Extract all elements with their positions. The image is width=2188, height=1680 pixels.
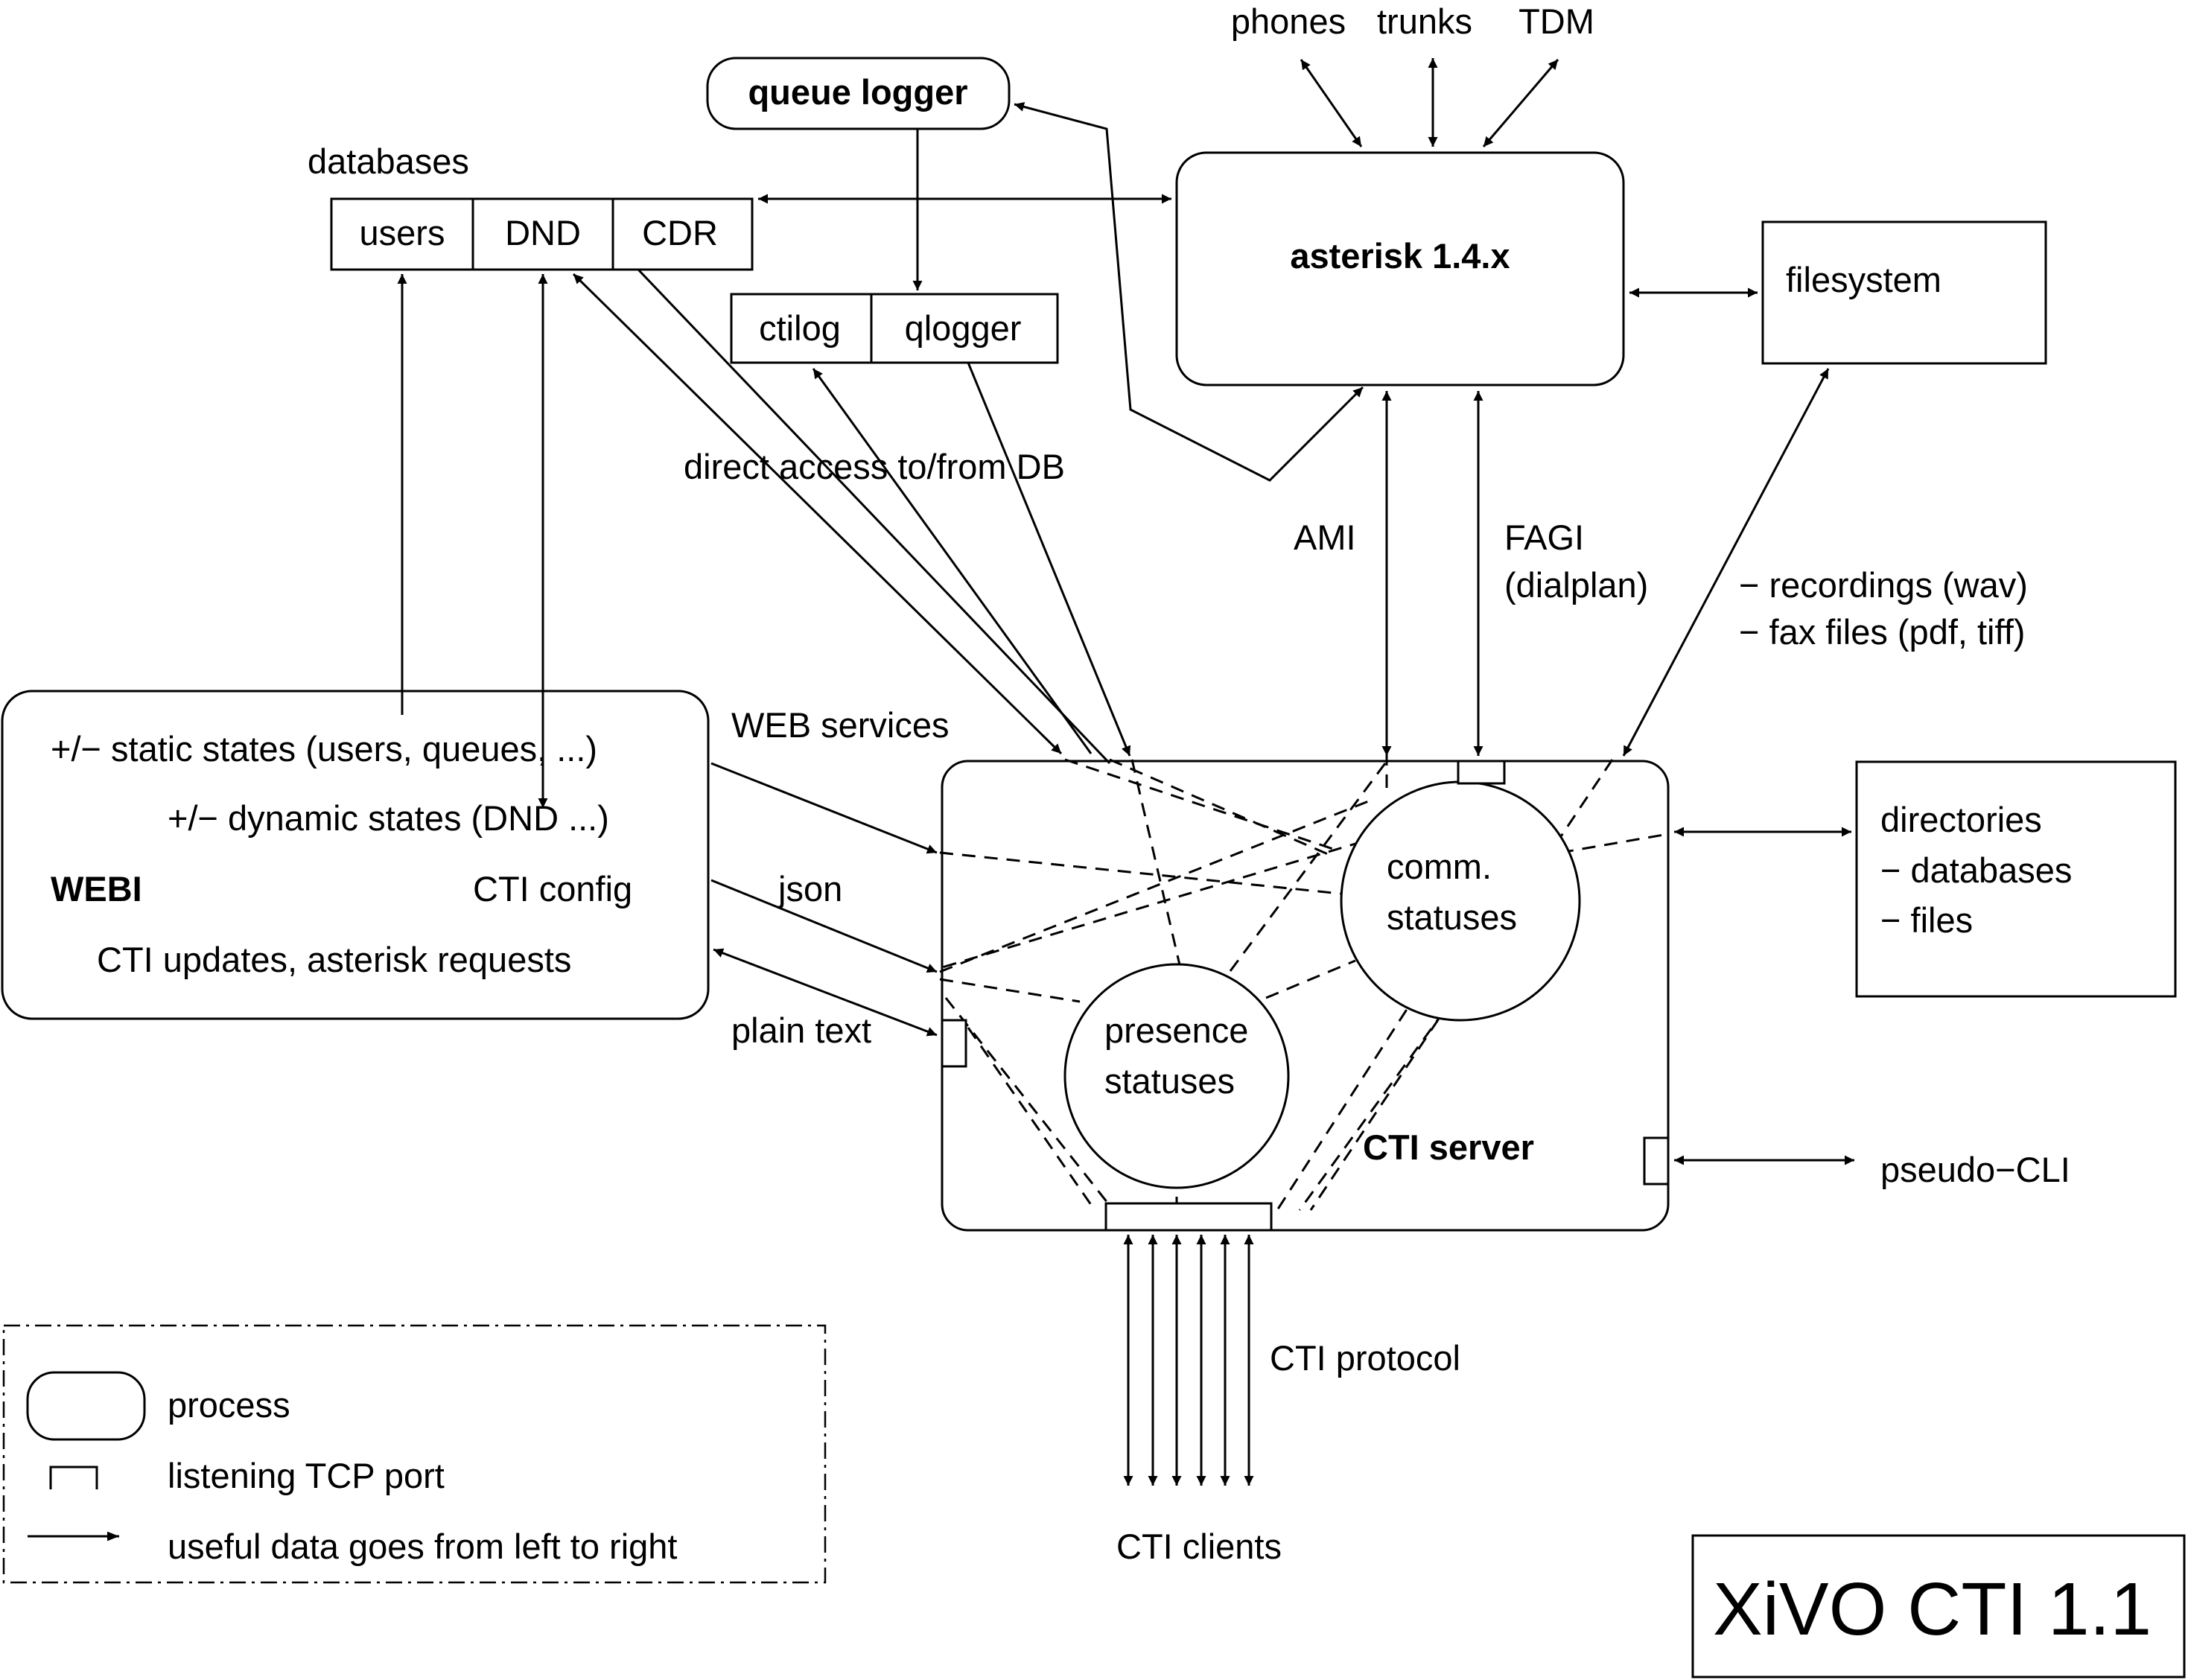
directories-box <box>1855 760 2177 998</box>
databases-table <box>330 197 754 271</box>
legend-process-label: process <box>168 1385 290 1425</box>
directories-line3: − files <box>1880 900 1973 940</box>
webi-static-states: +/− static states (users, queues, ...) <box>51 729 597 769</box>
trunks-label: trunks <box>1377 1 1472 41</box>
asterisk-label: asterisk 1.4.x <box>1290 236 1510 276</box>
cti-server-label: CTI server <box>1363 1127 1534 1167</box>
webi-process <box>1 690 710 1020</box>
legend-tcp-port-symbol <box>49 1466 98 1489</box>
pseudo-cli-label: pseudo−CLI <box>1880 1150 2070 1189</box>
db-users-cell: users <box>360 213 445 252</box>
dialplan-label: (dialplan) <box>1504 565 1648 605</box>
log-qlogger-cell: qlogger <box>905 308 1022 348</box>
web-services-label: WEB services <box>731 705 950 745</box>
queue-logger-process <box>706 57 1011 130</box>
tcp-ports <box>941 760 1670 1232</box>
directories-line1: directories <box>1880 800 2042 839</box>
diagram-title: XiVO CTI 1.1 <box>1713 1568 2152 1651</box>
fagi-label: FAGI <box>1504 518 1584 557</box>
legend-process-symbol <box>26 1371 146 1441</box>
cti-protocol-label: CTI protocol <box>1270 1338 1460 1378</box>
json-label: json <box>777 869 842 909</box>
direct-access-label: direct access to/from DB <box>684 447 1065 486</box>
title-box <box>1691 1534 2186 1679</box>
phones-label: phones <box>1231 1 1346 41</box>
port-cti-protocol <box>1104 1202 1273 1232</box>
port-fagi <box>1457 760 1506 785</box>
filesystem-box <box>1761 220 2047 365</box>
db-cdr-cell: CDR <box>642 213 718 252</box>
presence-statuses-circle <box>1063 963 1290 1189</box>
webi-cti-updates: CTI updates, asterisk requests <box>97 940 571 979</box>
databases-label: databases <box>308 141 469 181</box>
db-dnd-cell: DND <box>505 213 581 252</box>
port-plain-text <box>941 1019 967 1068</box>
webi-dynamic-states: +/− dynamic states (DND ...) <box>168 798 609 838</box>
filesystem-label: filesystem <box>1786 260 1941 299</box>
tdm-label: TDM <box>1518 1 1594 41</box>
fax-files-label: − fax files (pdf, tiff) <box>1739 612 2025 652</box>
plain-text-label: plain text <box>731 1011 871 1050</box>
port-pseudo-cli <box>1643 1136 1670 1186</box>
legend: process listening TCP port useful data g… <box>2 1324 827 1584</box>
presence-statuses-line2: statuses <box>1104 1061 1235 1101</box>
legend-frame <box>2 1324 827 1584</box>
comm-statuses-line1: comm. <box>1387 847 1492 886</box>
webi-name: WEBI <box>51 869 142 909</box>
cti-server-process <box>941 760 1670 1232</box>
recordings-label: − recordings (wav) <box>1739 565 2028 605</box>
internal-dashed-links <box>939 752 1669 1211</box>
legend-arrow-label: useful data goes from left to right <box>168 1527 677 1566</box>
presence-statuses-line1: presence <box>1104 1011 1248 1050</box>
cti-clients-label: CTI clients <box>1116 1527 1282 1566</box>
arrows <box>397 58 1854 1486</box>
ami-label: AMI <box>1294 518 1356 557</box>
directories-line2: − databases <box>1880 850 2072 890</box>
webi-cti-config: CTI config <box>473 869 632 909</box>
log-ctilog-cell: ctilog <box>759 308 841 348</box>
legend-tcp-port-label: listening TCP port <box>168 1456 445 1495</box>
comm-statuses-line2: statuses <box>1387 897 1517 937</box>
queue-logger-label: queue logger <box>748 72 967 112</box>
